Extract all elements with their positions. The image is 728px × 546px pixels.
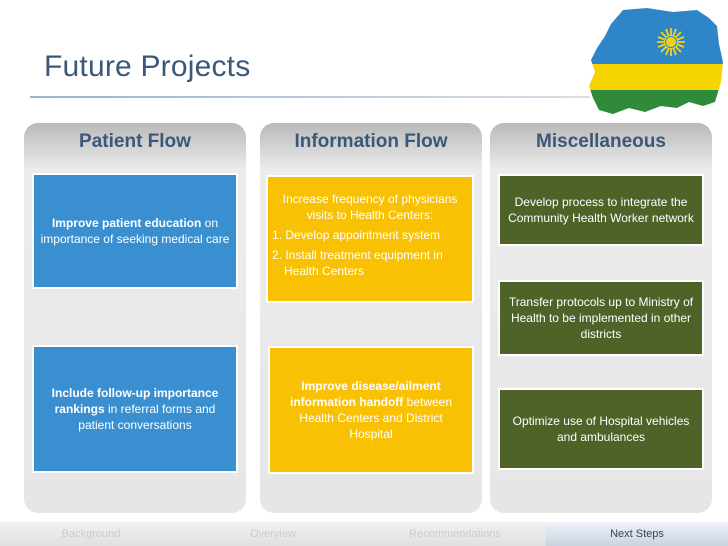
card-physician-visits: Increase frequency of physicians visits … — [266, 175, 474, 303]
section-nav-bar: Background Overview Recommendations Next… — [0, 522, 728, 546]
title-divider — [30, 96, 590, 98]
page-title: Future Projects — [44, 50, 251, 83]
nav-item-recommendations[interactable]: Recommendations — [364, 522, 556, 546]
card-text-rest: in referral forms and patient conversati… — [78, 402, 216, 432]
column-heading: Patient Flow — [79, 131, 191, 152]
card-disease-handoff: Improve disease/ailment information hand… — [268, 346, 474, 474]
card-text-bold: Improve patient education — [51, 216, 202, 230]
card-text: Improve disease/ailment information hand… — [270, 378, 472, 442]
nav-label: Background — [61, 528, 121, 540]
card-text: Improve patient education on importance … — [34, 215, 236, 247]
nav-label: Recommendations — [409, 528, 501, 540]
nav-item-background[interactable]: Background — [0, 522, 192, 546]
column-heading: Miscellaneous — [536, 131, 666, 152]
card-text-bold: Include follow-up importance rankings — [51, 386, 219, 416]
card-text-bold: Improve disease/ailment information hand… — [289, 379, 441, 409]
column-heading: Information Flow — [294, 131, 448, 152]
card-text: Develop process to integrate the Communi… — [508, 195, 694, 225]
card-text-rest: on importance of seeking medical care — [40, 216, 230, 246]
card-list-item: 2. Install treatment equipment in Health… — [272, 248, 443, 278]
nav-item-overview[interactable]: Overview — [182, 522, 374, 546]
card-list-item: 1. Develop appointment system — [272, 228, 441, 242]
card-text: Optimize use of Hospital vehicles and am… — [512, 414, 690, 444]
card-transfer-protocols: Transfer protocols up to Ministry of Hea… — [498, 280, 704, 356]
card-text: Increase frequency of physicians visits … — [268, 191, 472, 279]
card-hospital-vehicles: Optimize use of Hospital vehicles and am… — [498, 388, 704, 470]
card-community-health-worker: Develop process to integrate the Communi… — [498, 174, 704, 246]
card-text-rest: between Health Centers and District Hosp… — [299, 395, 453, 441]
nav-item-next-steps[interactable]: Next Steps — [546, 522, 728, 546]
nav-label: Overview — [250, 528, 296, 540]
rwanda-map-flag-icon — [589, 8, 723, 114]
card-follow-up-rankings: Include follow-up importance rankings in… — [32, 345, 238, 473]
nav-label: Next Steps — [610, 528, 664, 540]
card-text: Include follow-up importance rankings in… — [34, 385, 236, 433]
card-patient-education: Improve patient education on importance … — [32, 173, 238, 289]
card-lead: Increase frequency of physicians visits … — [282, 192, 458, 222]
card-text: Transfer protocols up to Ministry of Hea… — [508, 295, 694, 341]
